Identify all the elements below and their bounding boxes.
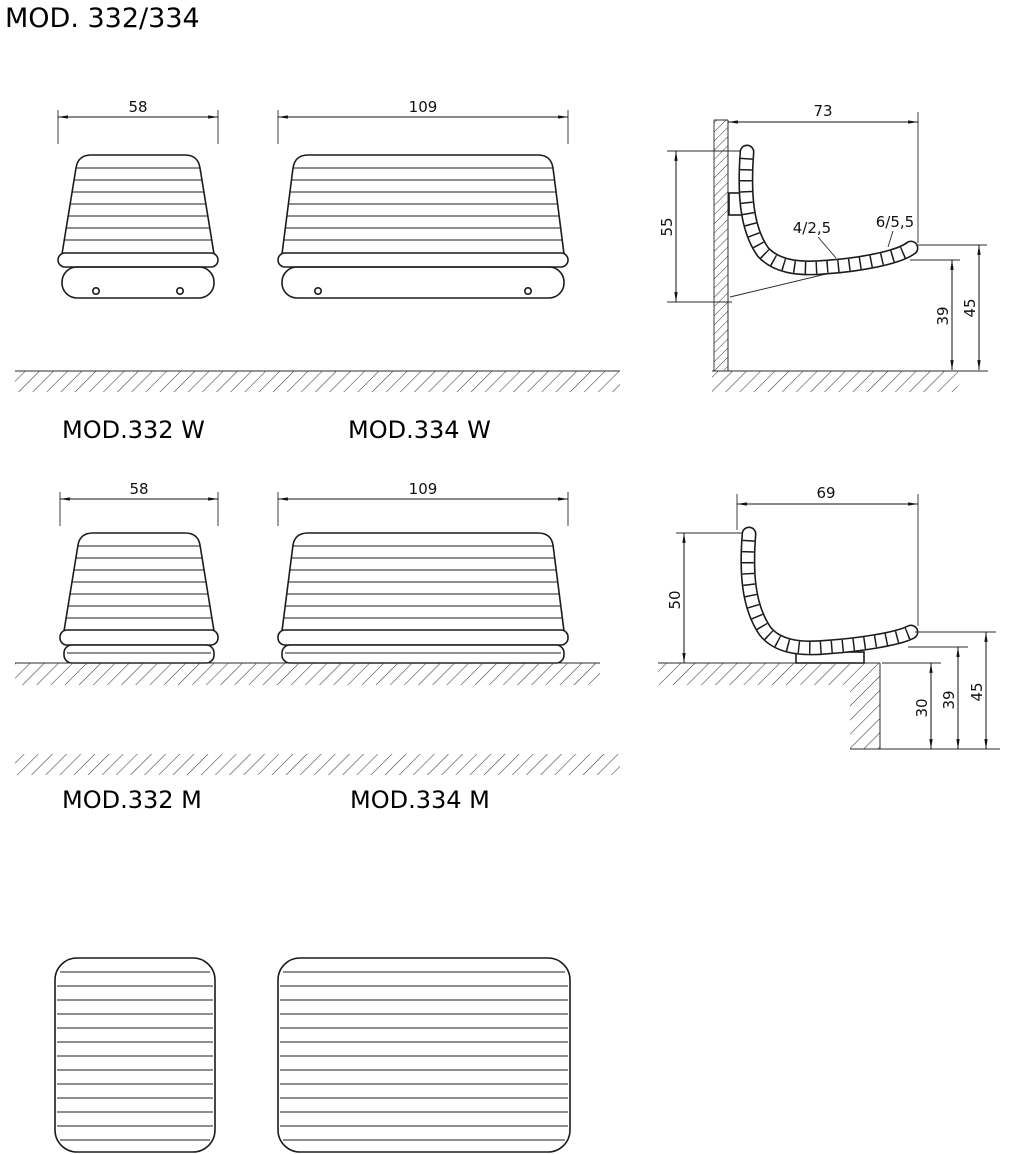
slat-note-large: 6/5,5 bbox=[876, 213, 914, 248]
side-view-m: 69 50 bbox=[658, 484, 1000, 750]
bench-332m-front-view bbox=[59, 532, 219, 664]
plan-slats-334 bbox=[280, 971, 568, 1141]
mount-hole-left-334w bbox=[313, 286, 322, 295]
side-view-w: 73 55 4/2,5 6/5 bbox=[658, 102, 988, 392]
seat-rear-height-dimension-w: 39 bbox=[910, 259, 960, 370]
seat-band-334m bbox=[277, 629, 569, 646]
mount-hole-left-332w bbox=[92, 286, 101, 295]
base-334m bbox=[281, 644, 565, 664]
seat-front-height-dimension-w: 45 bbox=[916, 244, 987, 370]
depth-dimension-m: 69 bbox=[736, 484, 919, 626]
mount-hole-right-332w bbox=[176, 286, 185, 295]
depth-dimension-w: 73 bbox=[728, 102, 919, 243]
label-mod332m: MOD.332 M bbox=[62, 786, 202, 814]
width-dimension-332m: 58 bbox=[59, 480, 219, 526]
ground-row-w bbox=[15, 370, 620, 392]
label-mod334m: MOD.334 M bbox=[350, 786, 490, 814]
bench-332-plan-view bbox=[54, 957, 216, 1153]
dim-text-m-depth: 69 bbox=[816, 484, 835, 502]
backrest-slats-332w bbox=[64, 167, 212, 241]
tube-frame-332w bbox=[61, 266, 215, 299]
plan-slats-332 bbox=[57, 971, 213, 1141]
wall-section bbox=[713, 119, 729, 371]
dim-text-332w-width: 58 bbox=[128, 98, 147, 116]
row-w: 58 109 bbox=[15, 98, 988, 444]
seat-band-332m bbox=[59, 629, 219, 646]
dim-text-w-height: 55 bbox=[658, 217, 676, 236]
seat-rear-height-dimension-m: 39 bbox=[908, 646, 968, 749]
dim-text-w-39: 39 bbox=[934, 306, 952, 325]
dim-text-332m-width: 58 bbox=[129, 480, 148, 498]
ground-row-m-lower bbox=[15, 754, 620, 775]
backrest-slats-334w bbox=[284, 167, 562, 241]
dim-text-m-39: 39 bbox=[940, 690, 958, 709]
ground-row-m-upper bbox=[15, 662, 600, 685]
dim-text-334w-width: 109 bbox=[409, 98, 438, 116]
seat-band-332w bbox=[57, 252, 219, 268]
base-332m bbox=[63, 644, 215, 664]
seat-front-height-dimension-m: 45 bbox=[915, 631, 996, 749]
step-height-dimension-m: 30 bbox=[882, 662, 941, 749]
bench-334w-front-view bbox=[277, 154, 569, 299]
bench-334m-front-view bbox=[277, 532, 569, 664]
seat-band-334w bbox=[277, 252, 569, 268]
width-dimension-334w: 109 bbox=[277, 98, 569, 144]
ground-side-m bbox=[658, 662, 1000, 750]
dim-text-w-depth: 73 bbox=[813, 102, 832, 120]
bench-side-profile-m bbox=[740, 526, 919, 664]
backrest-slats-334m bbox=[283, 545, 563, 619]
label-mod332w: MOD.332 W bbox=[62, 416, 205, 444]
width-dimension-332w: 58 bbox=[57, 98, 219, 144]
mount-hole-right-334w bbox=[523, 286, 532, 295]
backrest-slats-332m bbox=[66, 545, 212, 619]
bench-334-plan-view bbox=[277, 957, 571, 1153]
row-m: 58 109 bbox=[15, 480, 1000, 814]
dim-text-m-30: 30 bbox=[913, 698, 931, 717]
ground-side-w bbox=[712, 370, 988, 392]
height-dimension-m: 50 bbox=[666, 532, 745, 663]
slat-note-small: 4/2,5 bbox=[793, 219, 837, 259]
note-text-small: 4/2,5 bbox=[793, 219, 831, 237]
dim-text-334m-width: 109 bbox=[409, 480, 438, 498]
height-dimension-w: 55 bbox=[658, 150, 744, 303]
note-text-large: 6/5,5 bbox=[876, 213, 914, 231]
dim-text-m-45: 45 bbox=[968, 682, 986, 701]
dim-text-w-45: 45 bbox=[961, 298, 979, 317]
tube-frame-334w bbox=[281, 266, 565, 299]
dim-text-m-height: 50 bbox=[666, 590, 684, 609]
bench-side-profile-w bbox=[728, 144, 919, 298]
plan-views bbox=[54, 957, 571, 1153]
bench-332w-front-view bbox=[57, 154, 219, 299]
label-mod334w: MOD.334 W bbox=[348, 416, 491, 444]
width-dimension-334m: 109 bbox=[277, 480, 569, 526]
drawing-title: MOD. 332/334 bbox=[5, 3, 200, 34]
